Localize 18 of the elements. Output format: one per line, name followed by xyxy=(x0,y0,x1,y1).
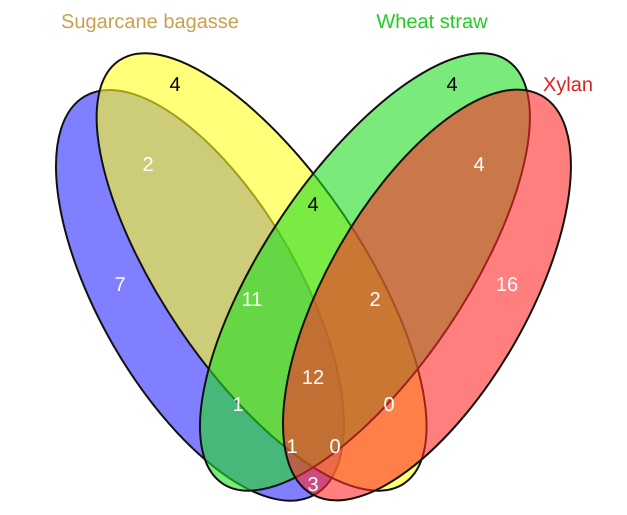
count-label: 2 xyxy=(369,288,381,312)
count-label: 2 xyxy=(142,153,154,177)
count-label: 4 xyxy=(307,193,319,217)
set-label: Wheat straw xyxy=(376,10,488,34)
count-label: 1 xyxy=(232,393,244,417)
count-label: 12 xyxy=(302,366,324,390)
count-label: 4 xyxy=(473,153,485,177)
count-label: 4 xyxy=(169,73,181,97)
count-label: 11 xyxy=(242,288,262,312)
count-label: 4 xyxy=(446,73,458,97)
count-label: 0 xyxy=(383,393,395,417)
count-label: 0 xyxy=(329,435,341,459)
set-label: Xylan xyxy=(542,73,593,97)
count-label: 7 xyxy=(114,273,126,297)
count-label: 3 xyxy=(307,473,319,497)
set-label: Sugarcane bagasse xyxy=(61,10,239,34)
count-label: 1 xyxy=(286,435,298,459)
count-label: 16 xyxy=(496,273,518,297)
